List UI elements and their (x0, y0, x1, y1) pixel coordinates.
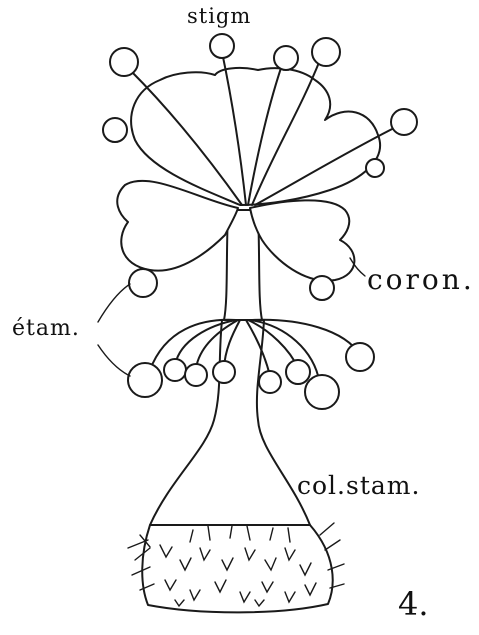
hairy-base (128, 523, 344, 612)
figure-number: 4. (398, 588, 429, 620)
stigma-label: stigm (187, 6, 251, 27)
stamens-label: étam. (12, 318, 80, 340)
corona-label: coron. (367, 266, 475, 294)
staminal-column-label: col.stam. (297, 473, 420, 498)
